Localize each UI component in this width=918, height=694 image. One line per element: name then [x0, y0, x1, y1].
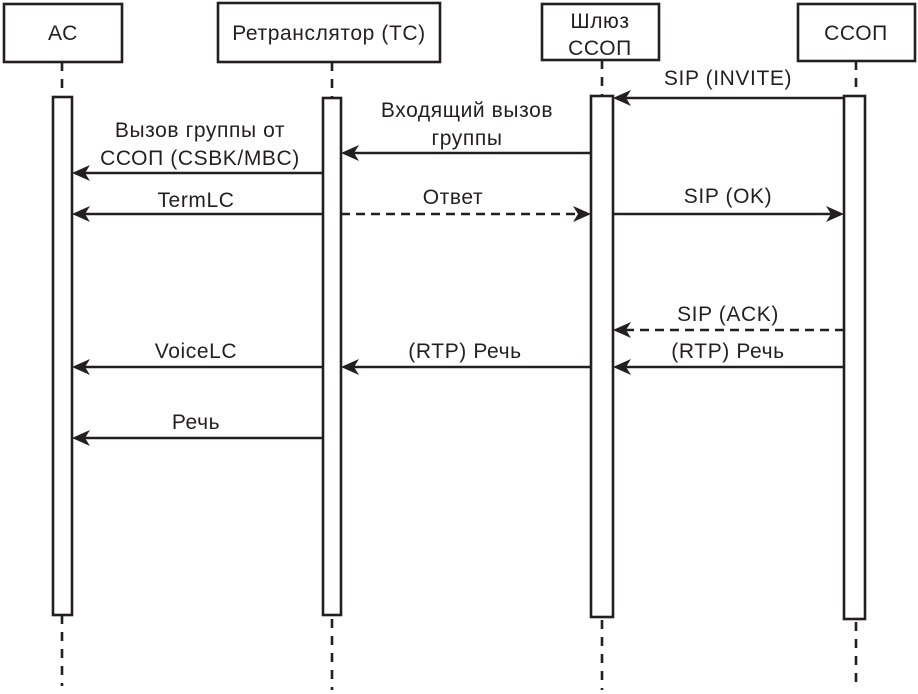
participant-repeater: Ретранслятор (ТС): [216, 1, 442, 690]
message-label-line-2: ССОП (CSBK/MBC): [100, 147, 300, 170]
arrowhead-left-icon: [72, 430, 90, 446]
message-termlc: TermLC: [72, 189, 323, 222]
arrowhead-right-icon: [573, 206, 591, 222]
message-label: VoiceLC: [155, 340, 237, 363]
activation-bar: [842, 94, 867, 621]
participant-ssop: ССОП: [796, 2, 917, 690]
arrowhead-right-icon: [826, 206, 844, 222]
message-label: TermLC: [157, 189, 234, 212]
participant-label: АС: [48, 22, 78, 45]
message-label: SIP (OK): [684, 185, 772, 208]
message-incoming-group-call: Входящий вызов группы: [341, 99, 591, 161]
message-label: (RTP) Речь: [408, 340, 521, 363]
participant-label: ССОП: [824, 22, 888, 45]
arrowhead-left-icon: [72, 359, 90, 375]
activation-bar: [321, 96, 343, 617]
message-label: (RTP) Речь: [671, 340, 784, 363]
arrowhead-left-icon: [341, 359, 359, 375]
participant-box: [796, 2, 917, 63]
message-voicelc: VoiceLC: [72, 340, 323, 375]
participant-as: АС: [2, 2, 124, 686]
activation-bar: [51, 95, 74, 617]
participant-box: [540, 2, 661, 62]
participant-label-line-2: ССОП: [568, 37, 632, 60]
participant-box: [216, 1, 442, 64]
message-label: SIP (ACK): [677, 303, 779, 326]
message-label-line-2: группы: [431, 127, 502, 150]
message-label: SIP (INVITE): [664, 67, 792, 90]
activation-bar: [589, 94, 615, 619]
message-group-call-csbk: Вызов группы от ССОП (CSBK/MBC): [72, 119, 323, 181]
message-sip-ack: SIP (ACK): [613, 303, 844, 338]
participant-gateway: Шлюз ССОП: [540, 2, 661, 690]
message-label: Ответ: [423, 186, 483, 209]
arrowhead-left-icon: [613, 90, 631, 106]
message-answer: Ответ: [341, 186, 591, 222]
participant-label-line-1: Шлюз: [570, 10, 629, 33]
message-rtp-speech-gateway: (RTP) Речь: [341, 340, 591, 375]
message-label-line-1: Вызов группы от: [115, 119, 285, 142]
message-sip-invite: SIP (INVITE): [613, 67, 844, 106]
message-sip-ok: SIP (OK): [613, 185, 844, 222]
arrowhead-left-icon: [72, 165, 90, 181]
arrowhead-left-icon: [613, 322, 631, 338]
message-label-line-1: Входящий вызов: [381, 99, 553, 122]
arrowhead-left-icon: [72, 206, 90, 222]
arrowhead-left-icon: [613, 359, 631, 375]
message-rtp-speech-ssop: (RTP) Речь: [613, 340, 844, 375]
participant-box: [2, 2, 124, 64]
message-speech: Речь: [72, 411, 323, 446]
arrowhead-left-icon: [341, 145, 359, 161]
message-label: Речь: [172, 411, 220, 434]
participant-label: Ретранслятор (ТС): [232, 22, 426, 45]
